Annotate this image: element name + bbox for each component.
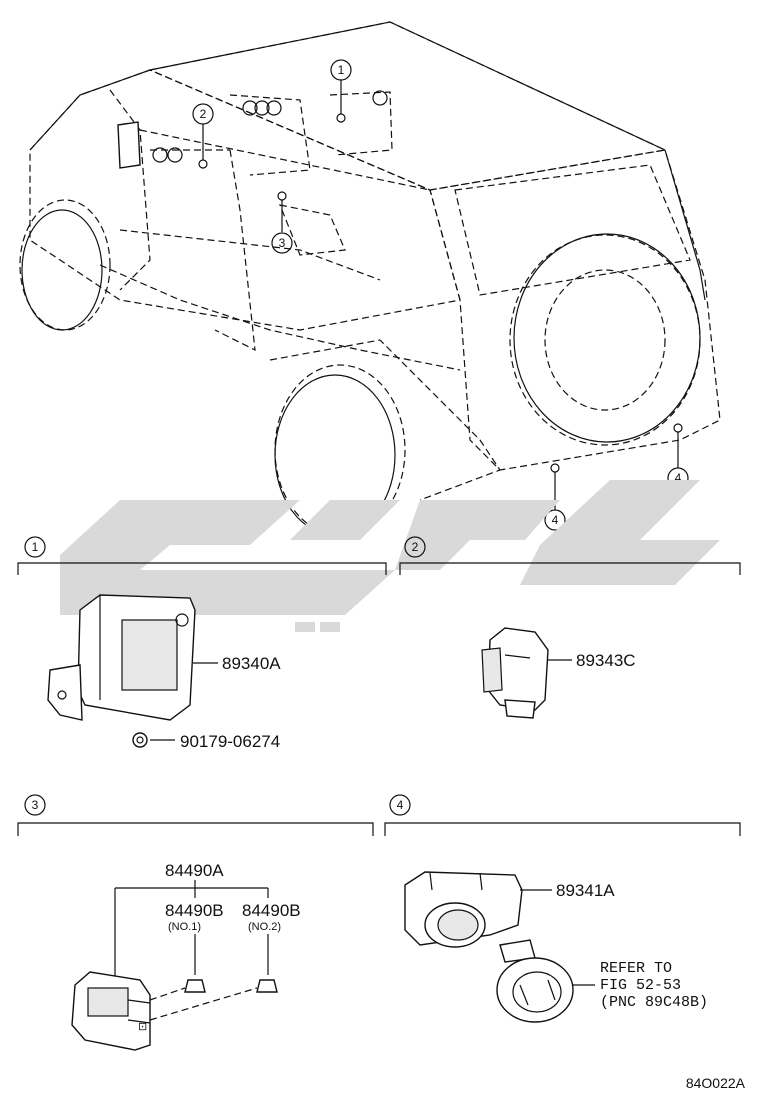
diagram-id: 84O022A bbox=[686, 1075, 746, 1091]
callout-2: 2 bbox=[200, 107, 207, 121]
section-number-4: 4 bbox=[397, 798, 404, 812]
part-number-89343C: 89343C bbox=[576, 651, 636, 670]
part-note-no1: (NO.1) bbox=[168, 921, 201, 933]
part-note-no2: (NO.2) bbox=[248, 921, 281, 933]
reference-line-1: REFER TO bbox=[600, 960, 672, 977]
section-2: 2 89343C bbox=[399, 536, 741, 719]
part-number-90179-06274: 90179-06274 bbox=[180, 732, 280, 751]
reference-line-2: FIG 52-53 bbox=[600, 977, 681, 994]
part-number-84490B-no2: 84490B bbox=[242, 901, 301, 920]
part-number-89341A: 89341A bbox=[556, 881, 615, 900]
bulb-84490B-no1 bbox=[184, 979, 206, 993]
part-number-89340A: 89340A bbox=[222, 654, 281, 673]
part-number-84490A: 84490A bbox=[165, 861, 224, 880]
nut-90179-06274 bbox=[132, 732, 148, 748]
section-number-2: 2 bbox=[412, 540, 419, 554]
sensor-89341A bbox=[404, 871, 523, 948]
section-4: 4 89341A REFER TO FIG 52-53 (PNC 89C48B) bbox=[384, 794, 741, 1023]
callout-4a: 4 bbox=[552, 513, 559, 527]
switch-84490A: ⊡ bbox=[71, 971, 151, 1051]
sensor-retainer bbox=[496, 939, 574, 1023]
section-3: 3 84490A 84490B (NO.1) 84490B (NO.2) ⊡ bbox=[17, 794, 374, 1051]
section-number-1: 1 bbox=[32, 540, 39, 554]
vehicle-illustration bbox=[19, 21, 721, 536]
callout-1: 1 bbox=[338, 63, 345, 77]
svg-text:⊡: ⊡ bbox=[138, 1021, 147, 1033]
callout-3: 3 bbox=[279, 236, 286, 250]
callout-4b: 4 bbox=[675, 471, 682, 485]
section-number-3: 3 bbox=[32, 798, 39, 812]
watermark-logo bbox=[60, 480, 720, 632]
section-1: 1 89340A 90179-06274 bbox=[17, 536, 387, 751]
ecu-module-89340A bbox=[47, 594, 196, 721]
sensor-89343C bbox=[481, 627, 549, 719]
vehicle-callouts: 1 2 3 4 4 bbox=[192, 59, 689, 531]
bulb-84490B-no2 bbox=[256, 979, 278, 993]
part-number-84490B-no1: 84490B bbox=[165, 901, 224, 920]
reference-line-3: (PNC 89C48B) bbox=[600, 994, 708, 1011]
